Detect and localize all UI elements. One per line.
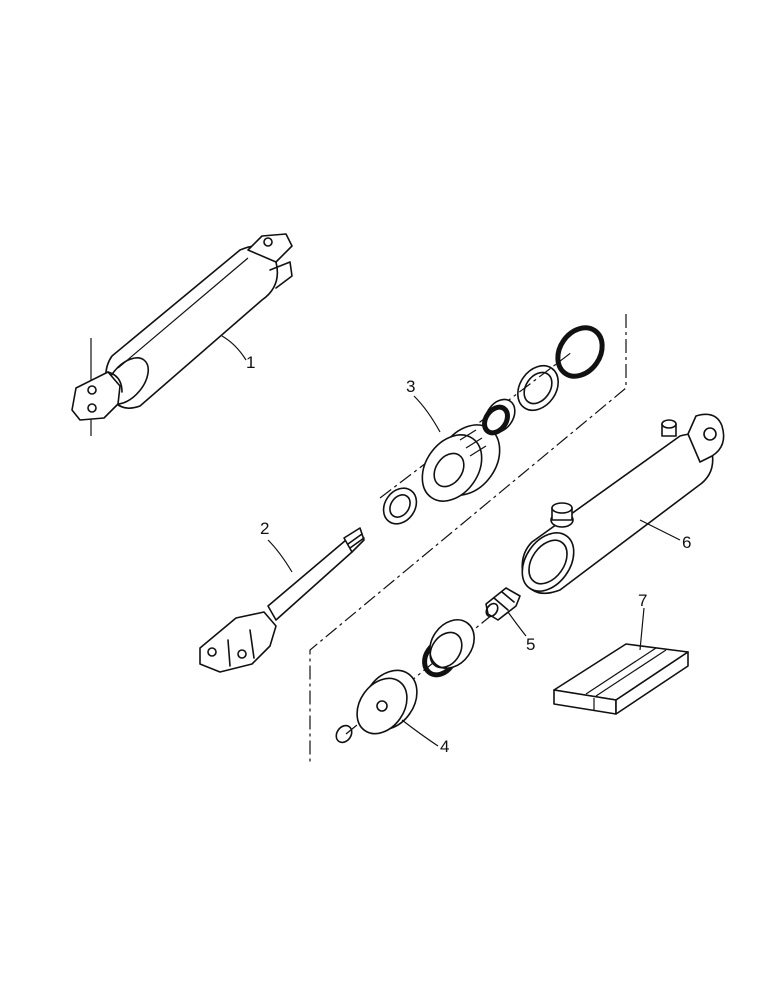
part-2-piston-rod — [199, 527, 365, 673]
callout-4: 4 — [440, 737, 449, 756]
callout-2: 2 — [260, 519, 269, 538]
callout-3: 3 — [406, 377, 415, 396]
callout-6: 6 — [682, 533, 691, 552]
callout-5: 5 — [526, 635, 535, 654]
part-4-piston — [335, 619, 475, 744]
part-7-seal-kit-package — [553, 643, 689, 715]
callout-7: 7 — [638, 591, 647, 610]
callout-1: 1 — [246, 353, 255, 372]
part-5-fitting — [485, 587, 521, 621]
part-3-gland-seals — [382, 325, 605, 525]
part-1-cylinder-assembly — [71, 233, 293, 436]
part-6-barrel — [521, 413, 725, 595]
callout-labels: 1 2 3 4 5 6 7 — [246, 353, 691, 756]
leader-lines — [221, 335, 681, 747]
